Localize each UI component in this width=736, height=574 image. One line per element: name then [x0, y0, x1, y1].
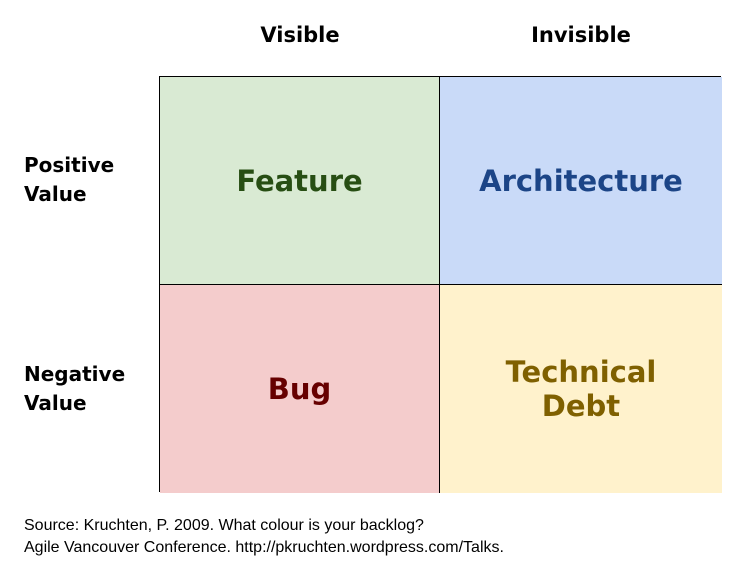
quadrant-grid: Feature Architecture Bug Technical Debt [159, 76, 722, 493]
quadrant-bug: Bug [160, 285, 440, 493]
quadrant-bug-label: Bug [267, 372, 332, 406]
row-header-positive-line1: Positive [24, 153, 115, 177]
row-header-negative-value: Negative Value [24, 360, 125, 418]
quadrant-architecture: Architecture [440, 77, 722, 285]
source-line-2: Agile Vancouver Conference. http://pkruc… [24, 539, 504, 556]
column-header-visible: Visible [260, 23, 340, 47]
technical-debt-line2: Debt [541, 389, 621, 423]
quadrant-feature-label: Feature [236, 163, 363, 198]
row-header-negative-line1: Negative [24, 362, 126, 386]
row-header-positive-value: Positive Value [24, 151, 114, 209]
quadrant-architecture-label: Architecture [479, 163, 683, 198]
column-header-invisible: Invisible [531, 23, 631, 47]
quadrant-technical-debt-label: Technical Debt [506, 355, 657, 423]
quadrant-feature: Feature [160, 77, 440, 285]
row-header-negative-line2: Value [24, 391, 87, 415]
quadrant-technical-debt: Technical Debt [440, 285, 722, 493]
source-line-1: Source: Kruchten, P. 2009. What colour i… [24, 517, 424, 534]
technical-debt-line1: Technical [505, 355, 657, 389]
row-header-positive-line2: Value [24, 182, 87, 206]
source-citation: Source: Kruchten, P. 2009. What colour i… [24, 515, 504, 559]
